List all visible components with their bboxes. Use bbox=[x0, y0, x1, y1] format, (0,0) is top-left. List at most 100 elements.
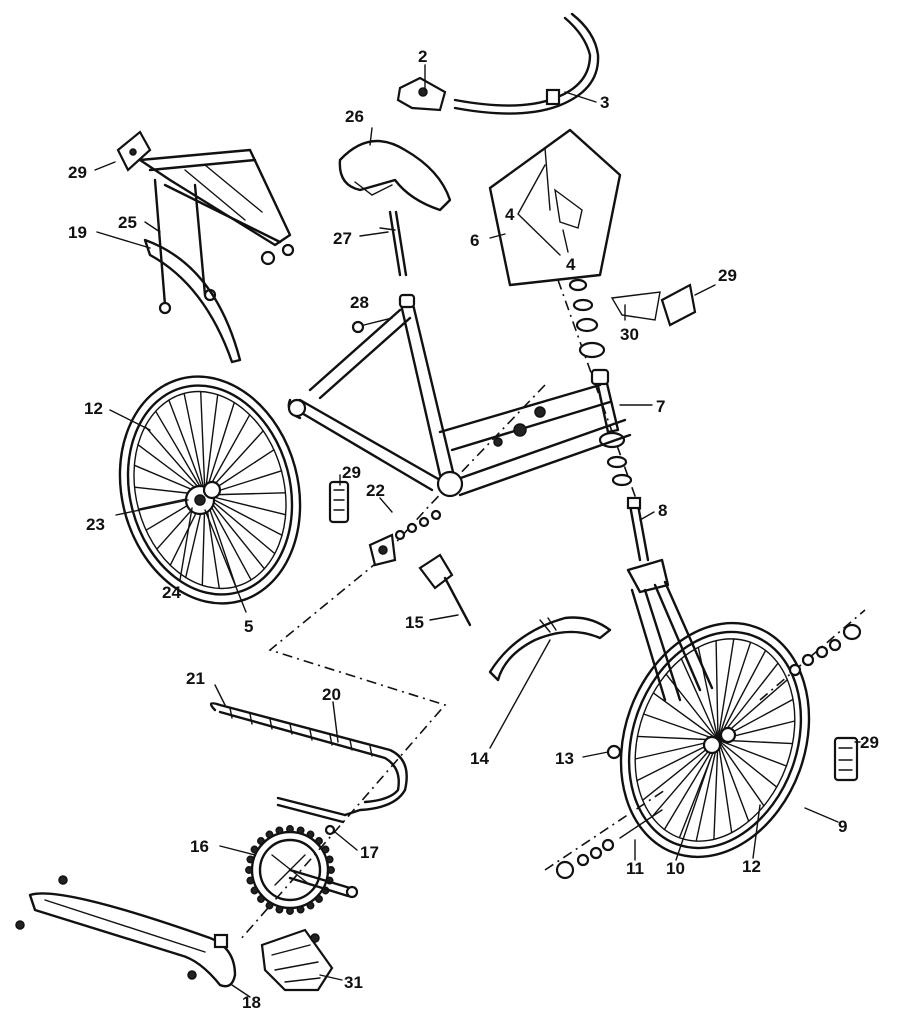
leader-lines bbox=[94, 64, 861, 998]
spoke bbox=[144, 425, 206, 496]
callout-9: 9 bbox=[838, 817, 847, 836]
callout-20: 20 bbox=[322, 685, 341, 704]
spoke bbox=[663, 739, 719, 831]
rear-wheel bbox=[118, 375, 302, 605]
spoke bbox=[715, 640, 719, 741]
spoke bbox=[204, 401, 236, 496]
spoke bbox=[154, 410, 206, 496]
callout-13: 13 bbox=[555, 749, 574, 768]
front-fork bbox=[626, 496, 714, 702]
seat-post bbox=[379, 210, 408, 277]
rear-fender bbox=[143, 238, 242, 364]
chain-guard bbox=[15, 875, 237, 988]
spoke bbox=[204, 494, 283, 536]
reflector-wheel bbox=[833, 736, 859, 782]
spoke bbox=[717, 739, 733, 834]
spoke bbox=[642, 713, 719, 741]
chainring-tooth bbox=[315, 837, 323, 845]
spoke bbox=[665, 673, 719, 741]
spoke bbox=[695, 739, 719, 842]
spoke bbox=[636, 735, 719, 741]
headset-bearings bbox=[568, 278, 633, 487]
chainring-tooth bbox=[296, 826, 305, 835]
callout-18: 18 bbox=[242, 993, 261, 1012]
callout-17: 17 bbox=[360, 843, 379, 862]
callout-31: 31 bbox=[344, 973, 363, 992]
callout-15: 15 bbox=[405, 613, 424, 632]
rear-rack bbox=[138, 148, 295, 315]
headset-inset bbox=[488, 128, 622, 287]
callout-23: 23 bbox=[86, 515, 105, 534]
main-frame bbox=[287, 293, 632, 498]
callout-4-lower: 4 bbox=[566, 255, 576, 274]
callout-29-front: 29 bbox=[718, 266, 737, 285]
spoke bbox=[680, 658, 719, 741]
callout-10: 10 bbox=[666, 859, 685, 878]
spoke bbox=[678, 739, 719, 839]
bb-parts bbox=[368, 509, 442, 567]
chainring-tooth bbox=[250, 886, 259, 895]
callout-2: 2 bbox=[418, 47, 427, 66]
callout-24: 24 bbox=[162, 583, 181, 602]
reflector-rear bbox=[116, 130, 152, 172]
callout-22: 22 bbox=[366, 481, 385, 500]
spoke bbox=[717, 739, 765, 807]
front-wheel bbox=[619, 621, 811, 859]
callout-28: 28 bbox=[350, 293, 369, 312]
spoke bbox=[717, 739, 788, 767]
callout-8: 8 bbox=[658, 501, 667, 520]
callout-11: 11 bbox=[626, 859, 644, 878]
spoke bbox=[204, 394, 219, 496]
callout-25: 25 bbox=[118, 213, 137, 232]
spoke bbox=[168, 399, 206, 496]
callout-12-rear: 12 bbox=[84, 399, 103, 418]
chainring-tooth bbox=[286, 825, 294, 833]
chainring-tooth bbox=[257, 895, 265, 903]
chainring-tooth bbox=[245, 866, 253, 874]
callout-29-wheel: 29 bbox=[860, 733, 879, 752]
callout-12-front: 12 bbox=[742, 857, 761, 876]
callout-21: 21 bbox=[186, 669, 205, 688]
reflector-pedal bbox=[328, 480, 350, 524]
spoke bbox=[713, 739, 719, 840]
front-axle-parts bbox=[555, 623, 862, 880]
callout-30: 30 bbox=[620, 325, 639, 344]
rear-spokes bbox=[133, 390, 287, 590]
spoke bbox=[697, 646, 719, 741]
spoke bbox=[651, 739, 719, 818]
spoke bbox=[717, 641, 752, 741]
spoke bbox=[204, 494, 265, 570]
chainring-tooth bbox=[246, 876, 255, 885]
spoke bbox=[204, 494, 287, 516]
callout-3: 3 bbox=[600, 93, 609, 112]
spoke bbox=[717, 739, 778, 788]
seat-bolt bbox=[351, 317, 393, 334]
chainring-teeth bbox=[245, 825, 335, 915]
callout-4-upper: 4 bbox=[505, 205, 515, 224]
callout-5: 5 bbox=[244, 617, 253, 636]
chainring-tooth bbox=[306, 830, 315, 839]
chainring-tooth bbox=[306, 901, 315, 910]
chain bbox=[209, 702, 408, 817]
chainring-tooth bbox=[327, 866, 335, 874]
chainring-tooth bbox=[265, 830, 274, 839]
chainring-tooth bbox=[296, 905, 305, 914]
callout-29-rack: 29 bbox=[68, 163, 87, 182]
callout-7: 7 bbox=[656, 397, 665, 416]
callout-26: 26 bbox=[345, 107, 364, 126]
chainring-tooth bbox=[275, 826, 284, 835]
callout-6: 6 bbox=[470, 231, 479, 250]
kickstand bbox=[418, 553, 472, 627]
saddle bbox=[338, 139, 452, 212]
chainring-tooth bbox=[257, 837, 265, 845]
callout-16: 16 bbox=[190, 837, 209, 856]
spoke bbox=[183, 392, 206, 496]
callout-29-pedal: 29 bbox=[342, 463, 361, 482]
callout-19: 19 bbox=[68, 223, 87, 242]
chainring-tooth bbox=[315, 895, 323, 903]
callouts: 2 3 26 29 19 25 27 6 4 4 29 28 30 7 12 2… bbox=[68, 47, 879, 1012]
callout-27: 27 bbox=[333, 229, 352, 248]
spoke bbox=[717, 739, 750, 822]
spoke bbox=[652, 692, 719, 741]
